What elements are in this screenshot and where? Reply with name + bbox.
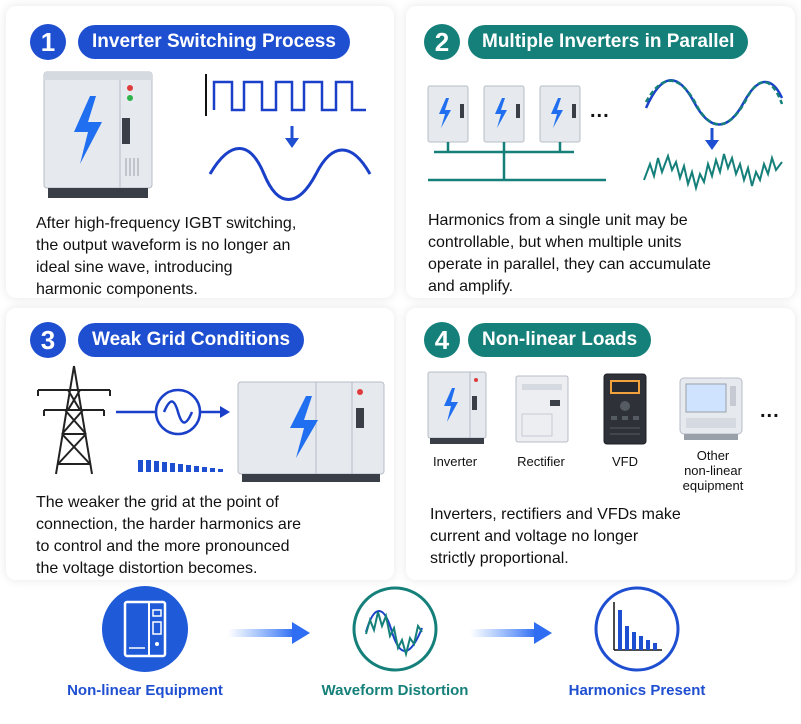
switching-waveform-diagram bbox=[205, 74, 372, 201]
panel-number: 2 bbox=[424, 24, 460, 60]
panel-title: Weak Grid Conditions bbox=[78, 323, 305, 357]
panel-description: Harmonics from a single unit may be cont… bbox=[428, 212, 711, 295]
panel-description: The weaker the grid at the point of conn… bbox=[36, 494, 302, 577]
cabinet-icon bbox=[102, 586, 188, 672]
accumulated-harmonics-diagram bbox=[643, 79, 784, 192]
panel-title: Inverter Switching Process bbox=[78, 25, 350, 59]
flow-arrow-icon bbox=[228, 622, 310, 644]
panel-title: Multiple Inverters in Parallel bbox=[468, 25, 749, 59]
flow-label-distortion: Waveform Distortion bbox=[321, 682, 469, 699]
panel-number: 1 bbox=[30, 24, 66, 60]
rectifier-icon bbox=[515, 375, 569, 443]
panel-number: 3 bbox=[30, 322, 66, 358]
panel-inverter-switching: 1 Inverter Switching Process After high-… bbox=[6, 6, 394, 298]
weak-grid-level-bars bbox=[138, 460, 223, 472]
other-equipment-icon bbox=[679, 377, 743, 440]
flow-arrow-icon bbox=[470, 622, 552, 644]
flow-label-equipment: Non-linear Equipment bbox=[67, 682, 223, 699]
panel-description: After high-frequency IGBT switching, the… bbox=[36, 215, 297, 298]
load-label: Other non-linear equipment bbox=[682, 448, 744, 493]
more-loads-ellipsis: ... bbox=[760, 400, 780, 422]
distorted-wave-icon bbox=[352, 586, 438, 672]
inverter-load-icon bbox=[427, 371, 487, 444]
panel-title: Non-linear Loads bbox=[468, 323, 652, 357]
panel-nonlinear-loads: 4 Non-linear Loads ... Inverter Rectifie… bbox=[406, 308, 795, 580]
panel-description: Inverters, rectifiers and VFDs make curr… bbox=[430, 506, 681, 567]
panel-parallel-inverters: 2 Multiple Inverters in Parallel ... bbox=[406, 6, 795, 298]
grid-connection-diagram bbox=[116, 388, 230, 436]
panel-weak-grid: 3 Weak Grid Conditions bbox=[6, 308, 394, 580]
load-label: VFD bbox=[612, 454, 638, 469]
panel-number: 4 bbox=[424, 322, 460, 358]
parallel-inverters-diagram bbox=[427, 85, 606, 182]
transmission-tower-icon bbox=[37, 365, 111, 475]
flow-label-harmonics: Harmonics Present bbox=[568, 682, 706, 699]
load-label: Rectifier bbox=[517, 454, 565, 469]
inverter-cabinet-icon bbox=[237, 381, 385, 482]
vfd-icon bbox=[603, 373, 647, 445]
more-units-ellipsis: ... bbox=[590, 100, 610, 122]
load-label: Inverter bbox=[432, 454, 478, 469]
inverter-cabinet-icon bbox=[43, 71, 153, 198]
harmonic-spectrum-icon bbox=[594, 586, 680, 672]
